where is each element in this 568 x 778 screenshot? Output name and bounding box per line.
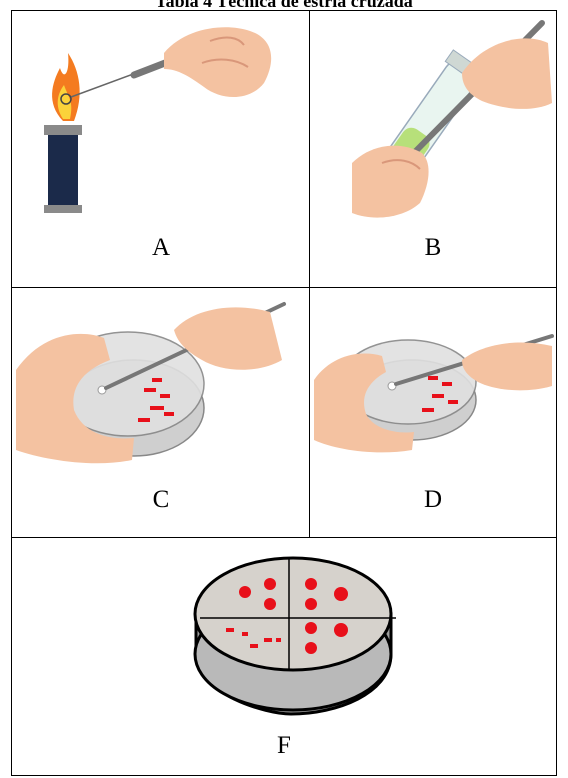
petri-dish-result-illustration xyxy=(186,544,446,719)
panel-f-label: F xyxy=(12,732,556,760)
panel-b: B xyxy=(309,10,557,289)
panel-f: F xyxy=(11,537,557,776)
tube-inoculation-illustration xyxy=(312,13,556,223)
streak-plate-illustration xyxy=(14,290,310,475)
panel-c-label: C xyxy=(12,486,310,514)
panel-a-label: A xyxy=(12,234,310,262)
panel-d: D xyxy=(309,287,557,539)
panel-c: C xyxy=(11,287,311,539)
panel-d-label: D xyxy=(310,486,556,514)
panel-b-label: B xyxy=(310,234,556,262)
flame-sterilization-illustration xyxy=(14,13,310,223)
cross-streak-illustration xyxy=(312,290,556,475)
panel-a: A xyxy=(11,10,311,289)
technique-table: A B xyxy=(11,10,557,776)
